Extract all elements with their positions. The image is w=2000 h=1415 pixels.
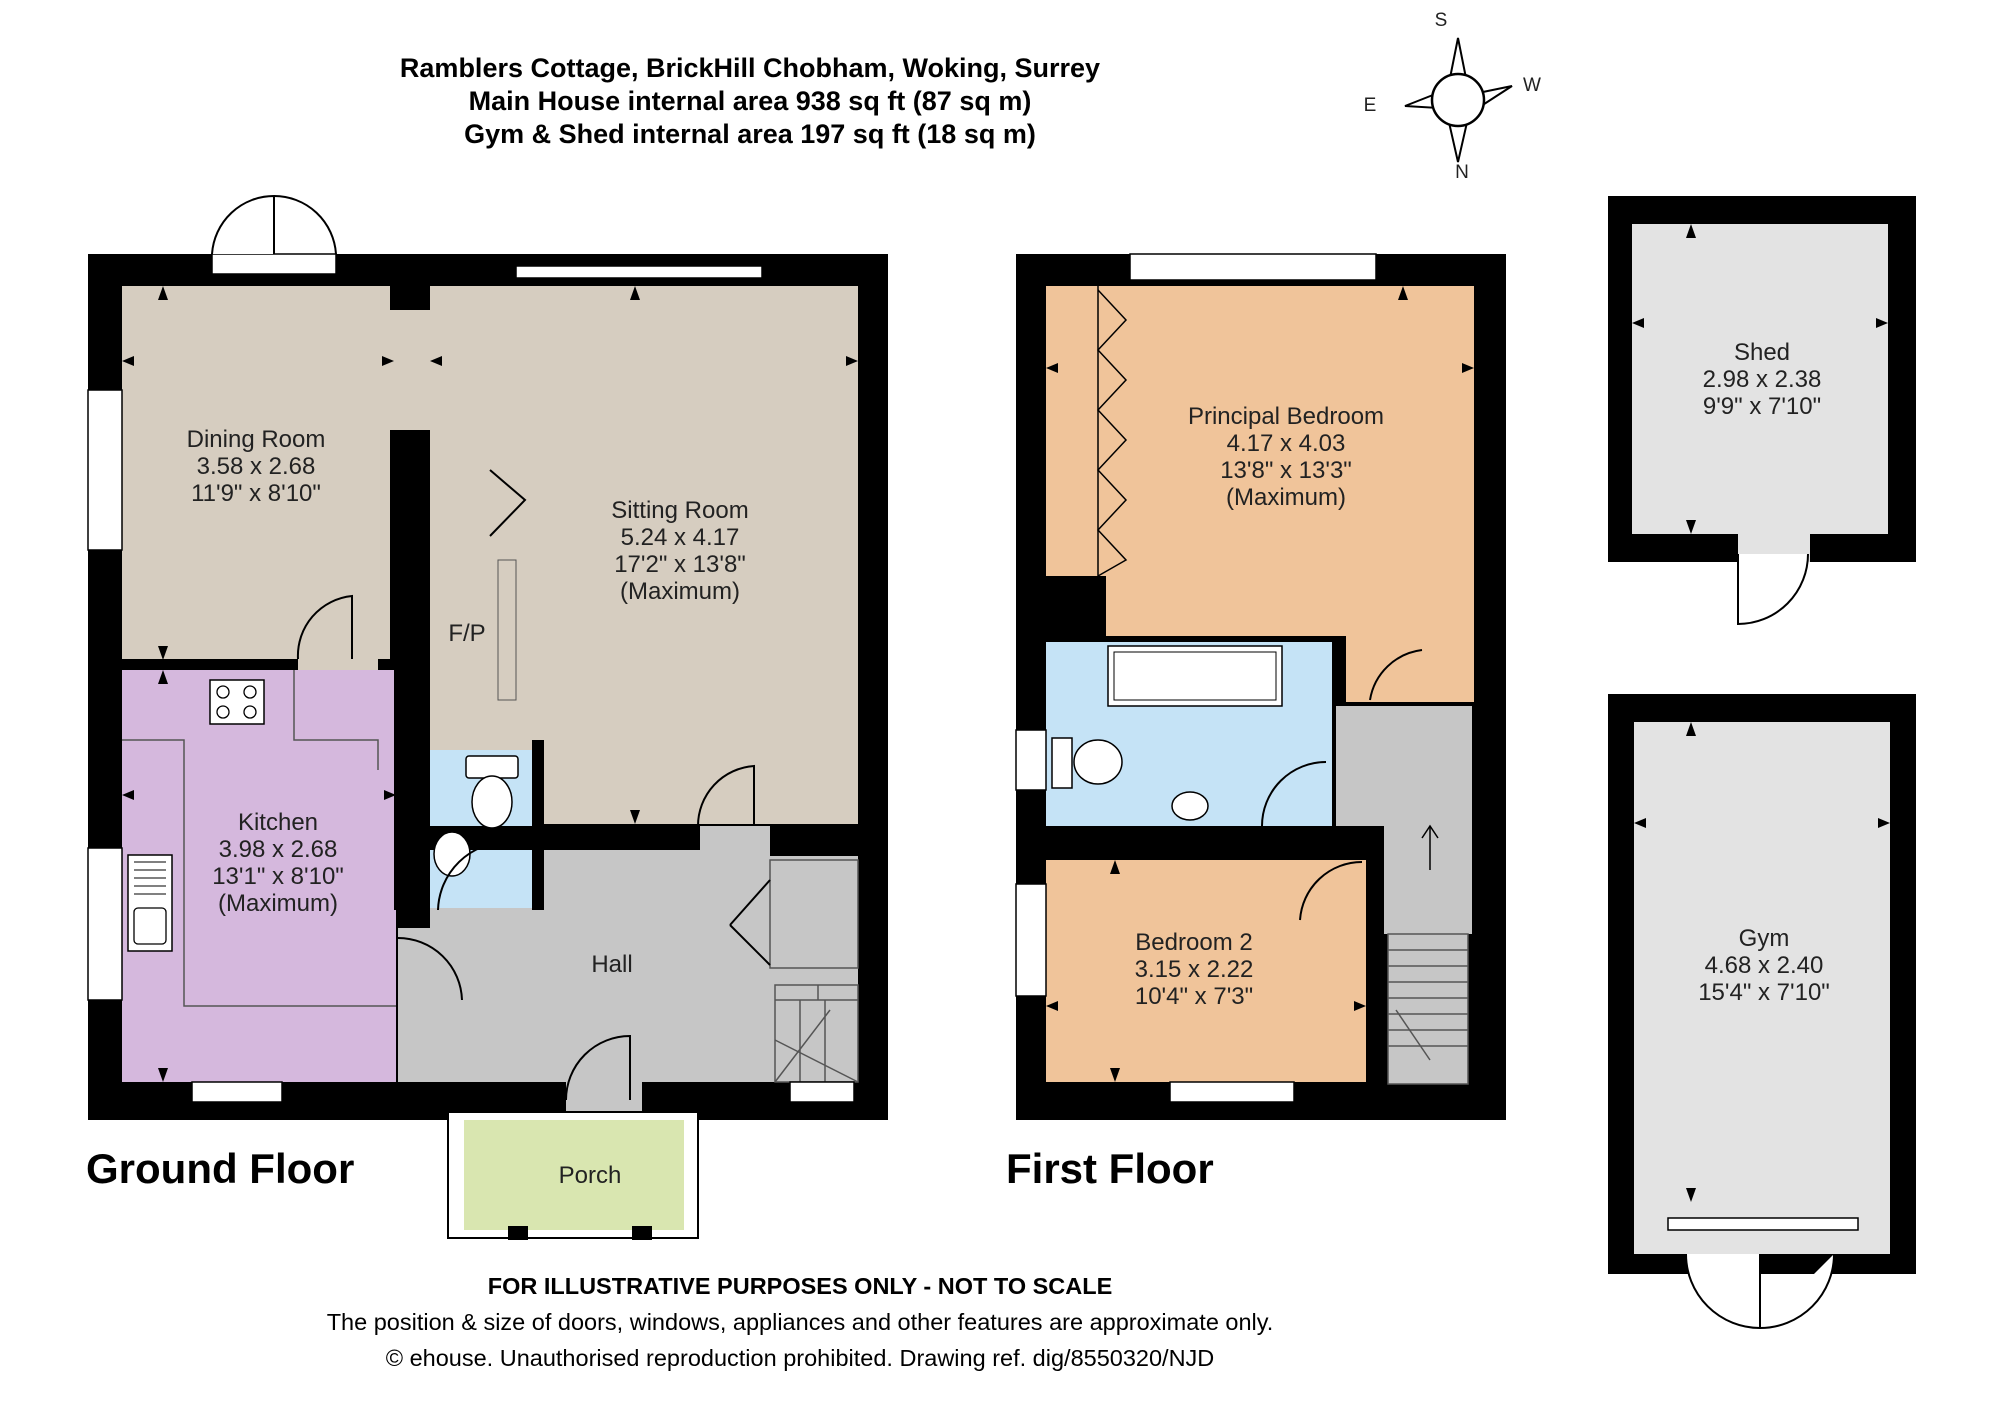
ground-floor-title: Ground Floor bbox=[86, 1145, 355, 1192]
first-floor-plan: Principal Bedroom 4.17 x 4.03 13'8" x 13… bbox=[1015, 253, 1506, 1120]
compass-south-label: S bbox=[1435, 10, 1448, 31]
dining-room-metric: 3.58 x 2.68 bbox=[197, 453, 316, 480]
toilet-icon bbox=[471, 775, 513, 829]
shed-metric: 2.98 x 2.38 bbox=[1703, 366, 1822, 393]
copyright-text: © ehouse. Unauthorised reproduction proh… bbox=[385, 1345, 1215, 1371]
wc-cistern-icon bbox=[465, 755, 519, 779]
bedroom-2-label: Bedroom 2 bbox=[1135, 929, 1252, 956]
shed-area bbox=[1632, 224, 1888, 534]
fireplace-area bbox=[430, 560, 502, 700]
ground-floor-plan: Dining Room 3.58 x 2.68 11'9" x 8'10" Si… bbox=[87, 194, 888, 1240]
sitting-room-area bbox=[430, 286, 858, 824]
kitchen-imperial: 13'1" x 8'10" bbox=[212, 863, 344, 890]
sitting-room-imperial: 17'2" x 13'8" bbox=[614, 551, 746, 578]
outbuildings-area: Gym & Shed internal area 197 sq ft (18 s… bbox=[464, 119, 1036, 149]
bedroom-2-area bbox=[1046, 860, 1366, 1082]
approximation-note: The position & size of doors, windows, a… bbox=[326, 1309, 1274, 1335]
shed-plan: Shed 2.98 x 2.38 9'9" x 7'10" bbox=[1608, 196, 1916, 626]
principal-bedroom-label: Principal Bedroom bbox=[1188, 403, 1384, 430]
bedroom-2-metric: 3.15 x 2.22 bbox=[1135, 956, 1254, 983]
dining-room-imperial: 11'9" x 8'10" bbox=[191, 480, 321, 507]
bath-basin-icon bbox=[1171, 791, 1209, 821]
hall-label: Hall bbox=[591, 951, 632, 978]
hob-icon bbox=[209, 679, 265, 725]
kitchen-label: Kitchen bbox=[238, 809, 318, 836]
dining-room-label: Dining Room bbox=[187, 426, 326, 453]
gym-area bbox=[1634, 722, 1890, 1232]
disclaimer-text: FOR ILLUSTRATIVE PURPOSES ONLY - NOT TO … bbox=[487, 1273, 1113, 1299]
bath-toilet-icon bbox=[1073, 739, 1123, 785]
compass-west-label: W bbox=[1523, 75, 1541, 96]
compass-north-label: N bbox=[1455, 162, 1469, 183]
gym-plan: Gym 4.68 x 2.40 15'4" x 7'10" bbox=[1608, 694, 1916, 1330]
sitting-room-metric: 5.24 x 4.17 bbox=[621, 524, 740, 551]
porch-label: Porch bbox=[559, 1162, 622, 1189]
plan-footer: FOR ILLUSTRATIVE PURPOSES ONLY - NOT TO … bbox=[300, 1268, 1300, 1376]
porch-area bbox=[464, 1120, 684, 1230]
principal-bedroom-metric: 4.17 x 4.03 bbox=[1227, 430, 1346, 457]
gym-label: Gym bbox=[1739, 925, 1790, 952]
shed-imperial: 9'9" x 7'10" bbox=[1703, 393, 1821, 420]
kitchen-metric: 3.98 x 2.68 bbox=[219, 836, 338, 863]
landing-area bbox=[1336, 706, 1472, 826]
kitchen-note: (Maximum) bbox=[218, 890, 338, 917]
main-house-area: Main House internal area 938 sq ft (87 s… bbox=[468, 86, 1032, 116]
shed-label: Shed bbox=[1734, 339, 1790, 366]
bedroom-2-imperial: 10'4" x 7'3" bbox=[1135, 983, 1253, 1010]
plan-header: Ramblers Cottage, BrickHill Chobham, Wok… bbox=[300, 52, 1200, 151]
sitting-room-note: (Maximum) bbox=[620, 578, 740, 605]
principal-bedroom-imperial: 13'8" x 13'3" bbox=[1220, 457, 1352, 484]
gym-imperial: 15'4" x 7'10" bbox=[1698, 979, 1830, 1006]
fireplace-label: F/P bbox=[448, 620, 485, 647]
principal-bedroom-note: (Maximum) bbox=[1226, 484, 1346, 511]
compass-icon: S W E N bbox=[1364, 10, 1541, 183]
compass-east-label: E bbox=[1364, 95, 1377, 116]
first-floor-title: First Floor bbox=[1006, 1145, 1214, 1192]
sitting-room-label: Sitting Room bbox=[611, 497, 748, 524]
gym-metric: 4.68 x 2.40 bbox=[1705, 952, 1824, 979]
property-address: Ramblers Cottage, BrickHill Chobham, Wok… bbox=[399, 53, 1101, 83]
